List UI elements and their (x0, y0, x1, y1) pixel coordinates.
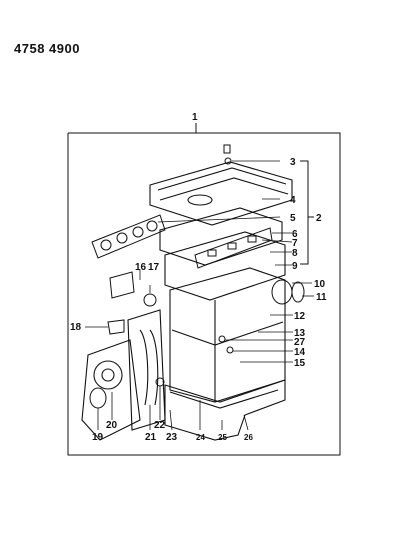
callout-1: 1 (192, 112, 198, 123)
callout-16: 16 (135, 262, 147, 273)
part-19-seal (89, 387, 107, 409)
callout-3: 3 (290, 157, 296, 168)
leader-lines (85, 160, 314, 431)
kit-frame (67, 123, 341, 456)
part-10-seal (271, 279, 293, 305)
callout-14: 14 (294, 347, 306, 358)
callout-19: 19 (92, 432, 104, 443)
callout-5: 5 (290, 213, 296, 224)
callout-7: 7 (292, 238, 298, 249)
callout-6: 6 (292, 229, 298, 240)
small-parts (89, 144, 305, 409)
callout-24: 24 (196, 433, 205, 442)
part-3-plug (223, 144, 231, 154)
exhaust-manifold-gasket (91, 214, 166, 259)
callout-25: 25 (218, 433, 227, 442)
callout-4: 4 (290, 195, 296, 206)
part-11 (291, 281, 305, 303)
part-27 (218, 335, 226, 343)
catalog-code: 4758 4900 (14, 41, 80, 56)
intake-manifold-gasket (194, 227, 273, 269)
callout-8: 8 (292, 248, 298, 259)
callout-9: 9 (292, 261, 298, 272)
callout-22: 22 (154, 420, 166, 431)
callout-21: 21 (145, 432, 157, 443)
callout-10: 10 (314, 279, 326, 290)
part-17-oring (143, 293, 157, 307)
bracket-2 (300, 160, 309, 265)
part-18 (107, 319, 125, 335)
callout-18: 18 (70, 322, 82, 333)
callout-23: 23 (166, 432, 178, 443)
part-16 (109, 271, 135, 299)
callout-17: 17 (148, 262, 160, 273)
part-14 (226, 346, 234, 354)
callout-12: 12 (294, 311, 306, 322)
part-3-seal (224, 157, 232, 165)
callout-11: 11 (316, 292, 327, 303)
callout-13: 13 (294, 328, 306, 339)
engine-block (81, 161, 293, 441)
callout-20: 20 (106, 420, 118, 431)
callout-2: 2 (316, 213, 322, 224)
callout-27: 27 (294, 337, 306, 348)
callout-15: 15 (294, 358, 306, 369)
callout-26: 26 (244, 433, 253, 442)
